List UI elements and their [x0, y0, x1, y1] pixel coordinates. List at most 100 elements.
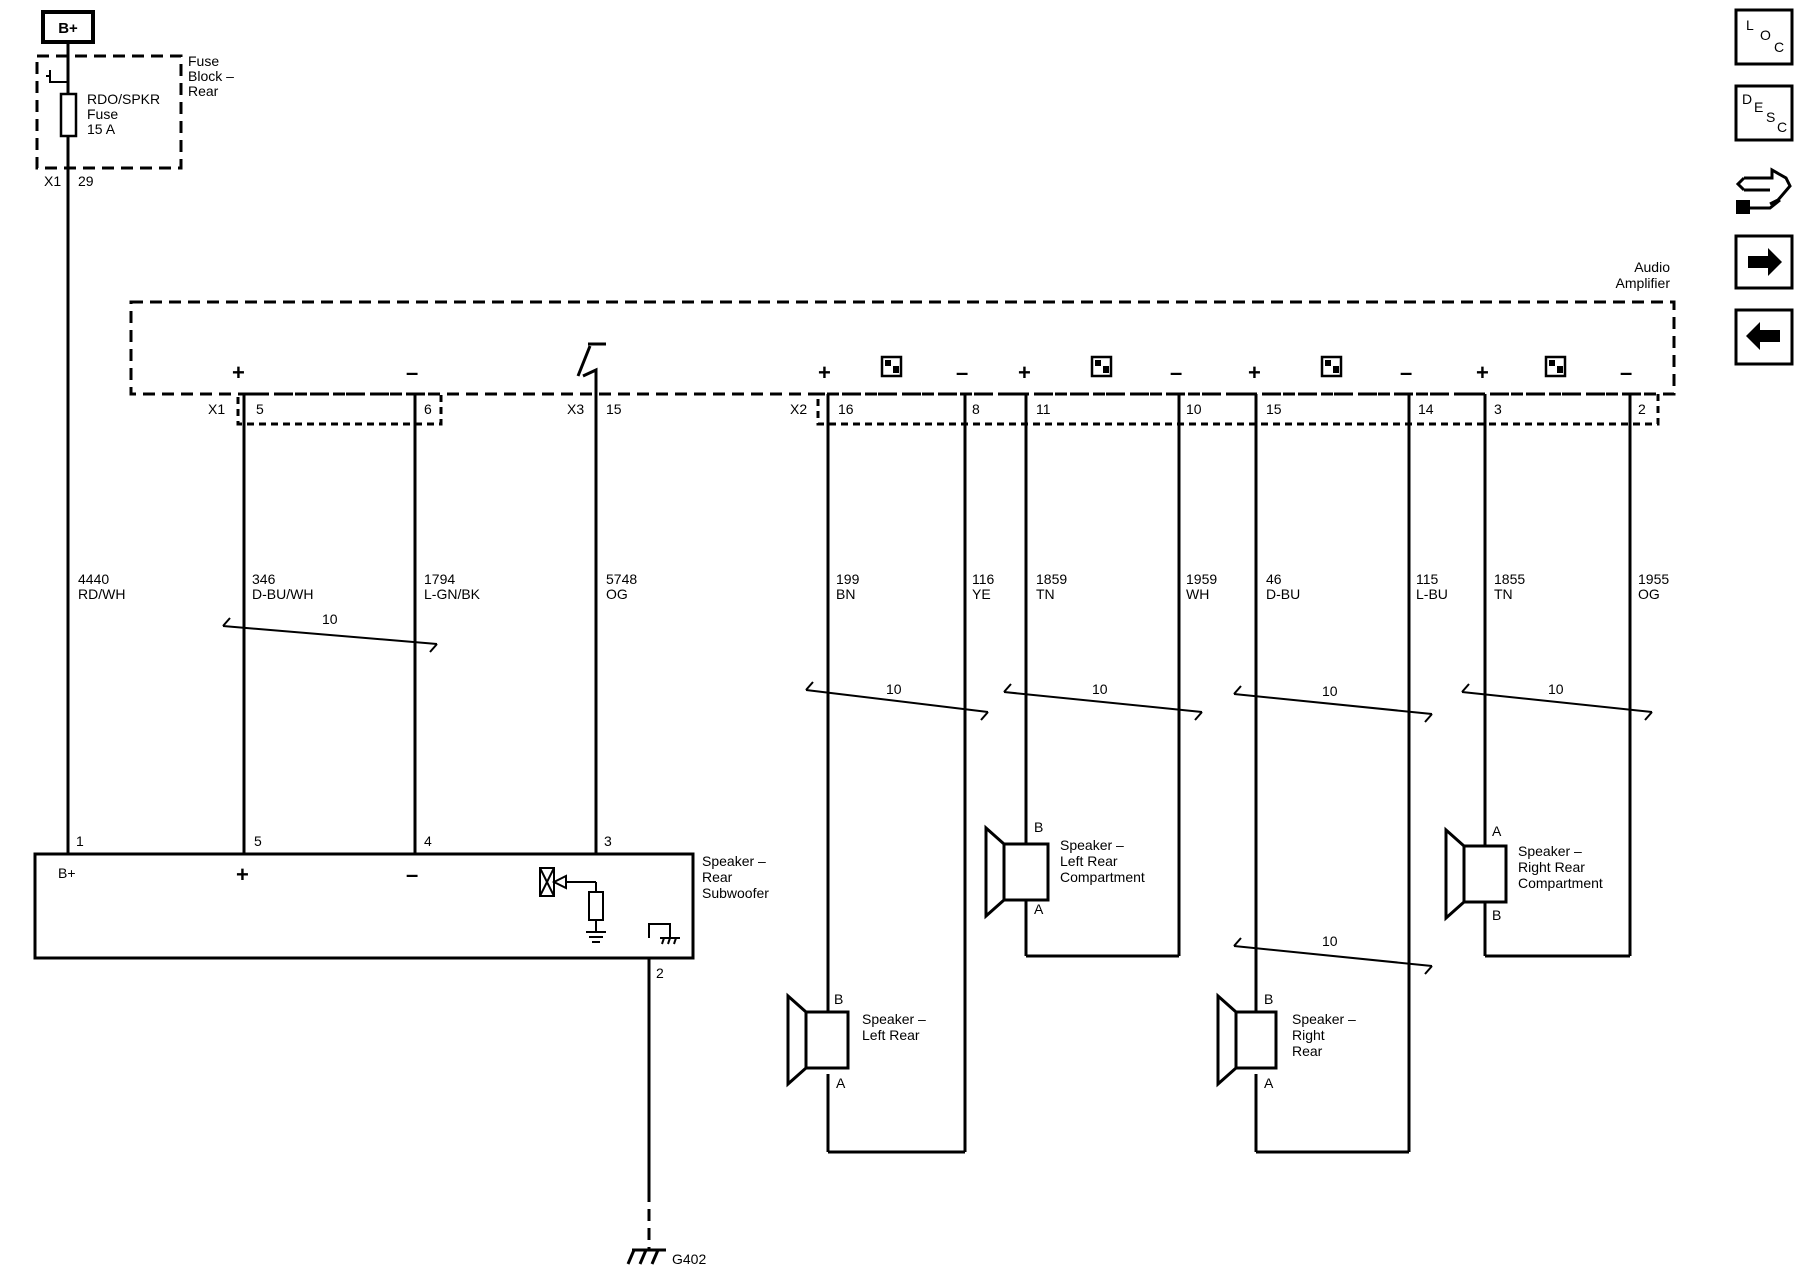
connector-view-button[interactable] [1735, 167, 1792, 214]
speaker-icon [786, 992, 850, 1088]
fuse-icon [59, 92, 78, 138]
ground-icon [586, 931, 606, 943]
wire-1855-color: TN [1494, 586, 1513, 602]
wire-346-circuit: 346 [252, 571, 276, 587]
wire-116: 8 116 YE [963, 394, 995, 1152]
next-page-button[interactable] [1734, 234, 1794, 290]
desc-button[interactable]: D E S C [1734, 84, 1794, 142]
loc-button[interactable]: L O C [1734, 8, 1794, 66]
wire-1859-color: TN [1036, 586, 1055, 602]
lrc-name-3: Compartment [1060, 869, 1145, 885]
wire-1959-top-pin: 10 [1186, 401, 1202, 417]
rrc-name-3: Compartment [1518, 875, 1603, 891]
wire-46-top-pin: 15 [1266, 401, 1282, 417]
fuse-block-name-1: Fuse [188, 53, 219, 69]
left-rear-pin-a: A [836, 1075, 846, 1091]
wire-346-color: D-BU/WH [252, 586, 313, 602]
wire-46-circuit: 46 [1266, 571, 1282, 587]
desc-letter-c: C [1777, 119, 1787, 135]
driver-input-icon [539, 867, 596, 897]
wire-346-top-pin: 5 [256, 401, 264, 417]
wire-115-color: L-BU [1416, 586, 1448, 602]
amplifier-name-1: Audio [1634, 259, 1670, 275]
wire-1859-top-pin: 11 [1036, 401, 1051, 417]
ground-label: G402 [672, 1251, 706, 1267]
wire-116-top-pin: 8 [972, 401, 980, 417]
speaker-right-rear-compartment: A B Speaker – Right Rear Compartment [1444, 823, 1630, 958]
right-rear-name-2: Right [1292, 1027, 1325, 1043]
lrc-pin-a: A [1034, 901, 1044, 917]
lrc-name-2: Left Rear [1060, 853, 1118, 869]
fuse-block-pin: 29 [78, 173, 94, 189]
wire-1859-circuit: 1859 [1036, 571, 1067, 587]
audio-amplifier: Audio Amplifier X1 + – X3 X2 + – + – + –… [129, 259, 1676, 426]
wire-346: 5 346 D-BU/WH 5 [242, 394, 313, 854]
x2-rrc-minus-sign: – [1620, 360, 1632, 385]
ground-g402: 2 G402 [626, 958, 706, 1267]
prev-page-button[interactable] [1734, 308, 1794, 366]
wire-1955: 2 1955 OG [1628, 394, 1669, 956]
speaker-left-rear-compartment: B A Speaker – Left Rear Compartment [984, 819, 1179, 958]
switch-icon [582, 367, 598, 378]
twisted-pair-rr-upper: 10 [1233, 683, 1433, 723]
twist-label-rr-lower: 10 [1322, 933, 1338, 949]
fuse-block-name-3: Rear [188, 83, 219, 99]
b-plus-label: B+ [58, 20, 78, 37]
desc-letter-e: E [1754, 99, 1763, 115]
resistor-icon [588, 891, 604, 921]
speaker-output-icon [1090, 355, 1113, 378]
right-rear-name-1: Speaker – [1292, 1011, 1356, 1027]
wire-1855-circuit: 1855 [1494, 571, 1525, 587]
lrc-pin-b: B [1034, 819, 1043, 835]
amp-x2-label: X2 [790, 401, 807, 417]
subwoofer-bplus: B+ [58, 865, 76, 881]
fuse-name-1: RDO/SPKR [87, 91, 160, 107]
wire-199-top-pin: 16 [838, 401, 854, 417]
wire-115-circuit: 115 [1416, 571, 1439, 587]
wire-115-top-pin: 14 [1418, 401, 1434, 417]
subwoofer-plus: + [236, 862, 249, 887]
x1-minus-sign: – [406, 360, 418, 385]
speaker-rear-subwoofer: B+ + – Speaker – Rear Subwoofer [33, 852, 769, 960]
wire-1955-circuit: 1955 [1638, 571, 1669, 587]
x2-rr-minus-sign: – [1400, 360, 1412, 385]
subwoofer-name-1: Speaker – [702, 853, 766, 869]
twisted-pair-rr-lower: 10 [1233, 933, 1433, 975]
wire-1855-top-pin: 3 [1494, 401, 1502, 417]
twist-label-lr: 10 [886, 681, 902, 697]
fuse-block-name-2: Block – [188, 68, 234, 84]
loc-letter-o: O [1760, 27, 1771, 43]
speaker-icon [1444, 826, 1508, 922]
wire-5748: 15 5748 OG 3 [594, 376, 637, 854]
speaker-output-icon [1544, 355, 1567, 378]
arrow-left-icon [1746, 322, 1780, 350]
x2-lrc-plus-sign: + [1018, 360, 1031, 385]
chassis-ground-icon [626, 1248, 666, 1265]
left-rear-name-2: Left Rear [862, 1027, 920, 1043]
x2-rrc-plus-sign: + [1476, 360, 1489, 385]
left-rear-pin-b: B [834, 991, 843, 1007]
wire-5748-circuit: 5748 [606, 571, 637, 587]
speaker-output-icon [1320, 355, 1343, 378]
wire-1959: 10 1959 WH [1177, 394, 1217, 956]
wire-5748-color: OG [606, 586, 628, 602]
twisted-pair-lr: 10 [805, 681, 989, 721]
wire-115: 14 115 L-BU [1407, 394, 1448, 1152]
subwoofer-minus: – [406, 862, 418, 887]
wire-116-color: YE [972, 586, 991, 602]
wire-1955-top-pin: 2 [1638, 401, 1646, 417]
subwoofer-name-2: Rear [702, 869, 733, 885]
x1-plus-sign: + [232, 360, 245, 385]
rrc-name-2: Right Rear [1518, 859, 1585, 875]
wire-5748-top-pin: 15 [606, 401, 622, 417]
connector-end-view-icon [1735, 167, 1792, 214]
twisted-pair-rrc: 10 [1461, 681, 1653, 721]
wire-199-color: BN [836, 586, 855, 602]
wire-5748-bottom-pin: 3 [604, 833, 612, 849]
right-rear-name-3: Rear [1292, 1043, 1323, 1059]
loc-letter-c: C [1774, 39, 1784, 55]
x2-lr-minus-sign: – [956, 360, 968, 385]
wire-346-bottom-pin: 5 [254, 833, 262, 849]
wire-199-circuit: 199 [836, 571, 860, 587]
